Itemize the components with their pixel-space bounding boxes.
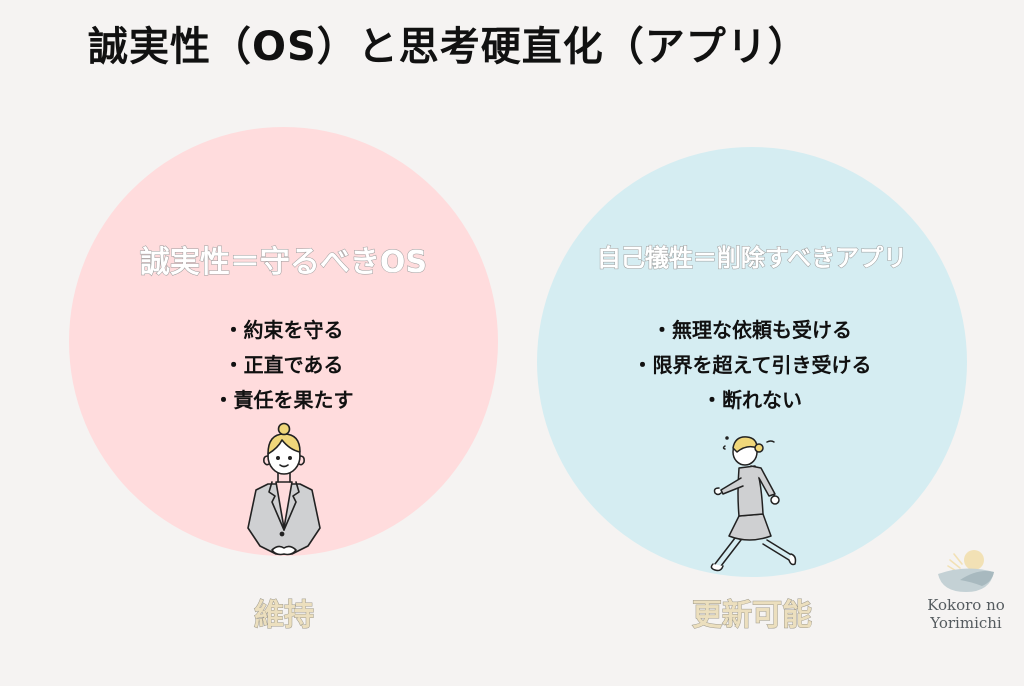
- page-title: 誠実性（OS）と思考硬直化（アプリ）: [88, 24, 809, 70]
- maintain-label: 維持: [254, 598, 315, 634]
- logo-line-1: Kokoro no: [927, 596, 1005, 614]
- bullet-item: ・断れない: [702, 388, 802, 412]
- self-sacrifice-app-circle: 自己犠牲＝削除すべきアプリ ・無理な依頼も受ける ・限界を超えて引き受ける ・断…: [537, 147, 967, 577]
- rushing-businesswoman-icon: [710, 436, 797, 572]
- kokoro-no-yorimichi-logo: Kokoro no Yorimichi: [918, 548, 1014, 632]
- bullet-item: ・約束を守る: [223, 318, 344, 342]
- bullet-item: ・無理な依頼も受ける: [652, 318, 852, 342]
- self-sacrifice-app-heading: 自己犠牲＝削除すべきアプリ: [596, 244, 908, 273]
- bullet-item: ・正直である: [223, 353, 344, 377]
- bullet-item: ・限界を超えて引き受ける: [632, 353, 872, 377]
- updatable-label: 更新可能: [692, 598, 813, 634]
- self-sacrifice-app-bullet-list: ・無理な依頼も受ける ・限界を超えて引き受ける ・断れない: [537, 313, 967, 418]
- integrity-os-heading: 誠実性＝守るべきOS: [139, 245, 428, 281]
- bullet-item: ・責任を果たす: [213, 388, 354, 412]
- logo-line-2: Yorimichi: [930, 614, 1002, 632]
- sun-over-hills-logo-icon: [938, 550, 994, 592]
- standing-businesswoman-icon: [247, 422, 321, 556]
- integrity-os-bullet-list: ・約束を守る ・正直である ・責任を果たす: [69, 313, 498, 418]
